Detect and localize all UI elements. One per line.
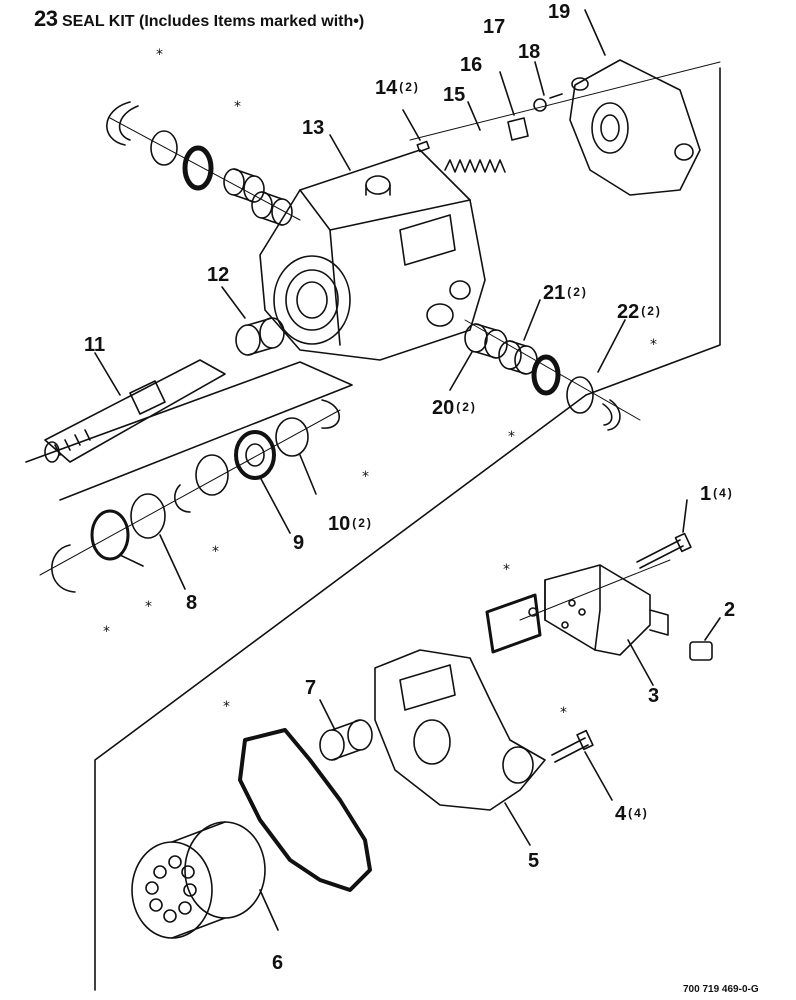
seal-kit-item-number: 23 xyxy=(34,6,58,31)
seal-kit-mark: * xyxy=(145,599,152,615)
callout-14: 14(2) xyxy=(375,77,420,99)
callout-11: 11 xyxy=(84,334,106,356)
washer-22 xyxy=(566,376,594,414)
callout-20: 20(2) xyxy=(432,397,477,419)
callout-17: 17 xyxy=(483,16,506,38)
callout-21: 21(2) xyxy=(543,282,588,304)
end-cover-19 xyxy=(569,59,701,196)
seal-kit-text: SEAL KIT (Includes Items marked with•) xyxy=(61,13,365,30)
bearing-upper-1 xyxy=(223,168,265,203)
control-valve-3 xyxy=(544,564,669,656)
callout-8: 8 xyxy=(186,592,198,614)
callout-19: 19 xyxy=(548,1,571,23)
snap-ring-small xyxy=(321,399,340,429)
o-ring-lower xyxy=(531,354,561,396)
seal-ring xyxy=(90,509,130,561)
callout-1: 1(4) xyxy=(700,483,734,505)
washer-10 xyxy=(275,417,309,457)
snap-ring-lower xyxy=(602,399,621,431)
callout-6: 6 xyxy=(272,952,284,974)
seal-kit-mark: * xyxy=(503,562,510,578)
bolt-4 xyxy=(551,729,594,763)
callout-22: 22(2) xyxy=(617,301,662,323)
snap-ring-mid xyxy=(174,484,191,513)
pin-18 xyxy=(549,93,563,99)
washer-8 xyxy=(130,493,166,539)
callout-10: 10(2) xyxy=(328,513,373,535)
seal-kit-mark: * xyxy=(212,544,219,560)
callout-2: 2 xyxy=(724,599,736,621)
callout-3: 3 xyxy=(648,685,660,707)
snap-ring-outer xyxy=(51,544,76,593)
callout-4: 4(4) xyxy=(615,803,649,825)
bearing-20 xyxy=(464,323,508,359)
gasket-small xyxy=(485,593,542,654)
callout-5: 5 xyxy=(528,850,540,872)
cap-2 xyxy=(689,641,713,661)
drive-shaft-11 xyxy=(44,359,226,463)
thrust-bearing-9 xyxy=(234,430,276,480)
figure-code: 700 719 469-0-G xyxy=(683,984,759,995)
seal-kit-mark: * xyxy=(156,47,163,63)
callout-16: 16 xyxy=(460,54,483,76)
seal-kit-mark: * xyxy=(234,99,241,115)
pump-housing-13 xyxy=(259,149,486,361)
bolt-1 xyxy=(636,532,692,569)
callout-18: 18 xyxy=(518,41,541,63)
callout-7: 7 xyxy=(305,677,317,699)
cylinder-block-6 xyxy=(131,821,266,939)
seal-kit-mark: * xyxy=(650,337,657,353)
washer-upper xyxy=(150,130,178,166)
ball-17 xyxy=(533,98,547,112)
seal-kit-mark: * xyxy=(560,705,567,721)
piston-16 xyxy=(507,117,529,141)
seal-kit-title: 23 SEAL KIT (Includes Items marked with•… xyxy=(34,6,364,32)
pin-14 xyxy=(416,140,430,153)
seal-kit-mark: * xyxy=(362,469,369,485)
spring-15 xyxy=(444,159,506,173)
seal-kit-mark: * xyxy=(223,699,230,715)
gasket-large xyxy=(238,728,372,892)
seal-kit-mark: * xyxy=(508,429,515,445)
seal-kit-mark: * xyxy=(103,624,110,640)
callout-12: 12 xyxy=(207,264,230,286)
callout-9: 9 xyxy=(293,532,305,554)
bearing-12 xyxy=(235,317,285,356)
snap-ring-upper xyxy=(106,101,139,146)
bushing-7 xyxy=(319,719,373,761)
callout-15: 15 xyxy=(443,84,466,106)
washer-mid xyxy=(195,454,229,496)
callout-13: 13 xyxy=(302,117,325,139)
o-ring-upper xyxy=(182,145,214,191)
assembly-outline xyxy=(585,67,721,396)
port-plate-5 xyxy=(374,649,546,811)
